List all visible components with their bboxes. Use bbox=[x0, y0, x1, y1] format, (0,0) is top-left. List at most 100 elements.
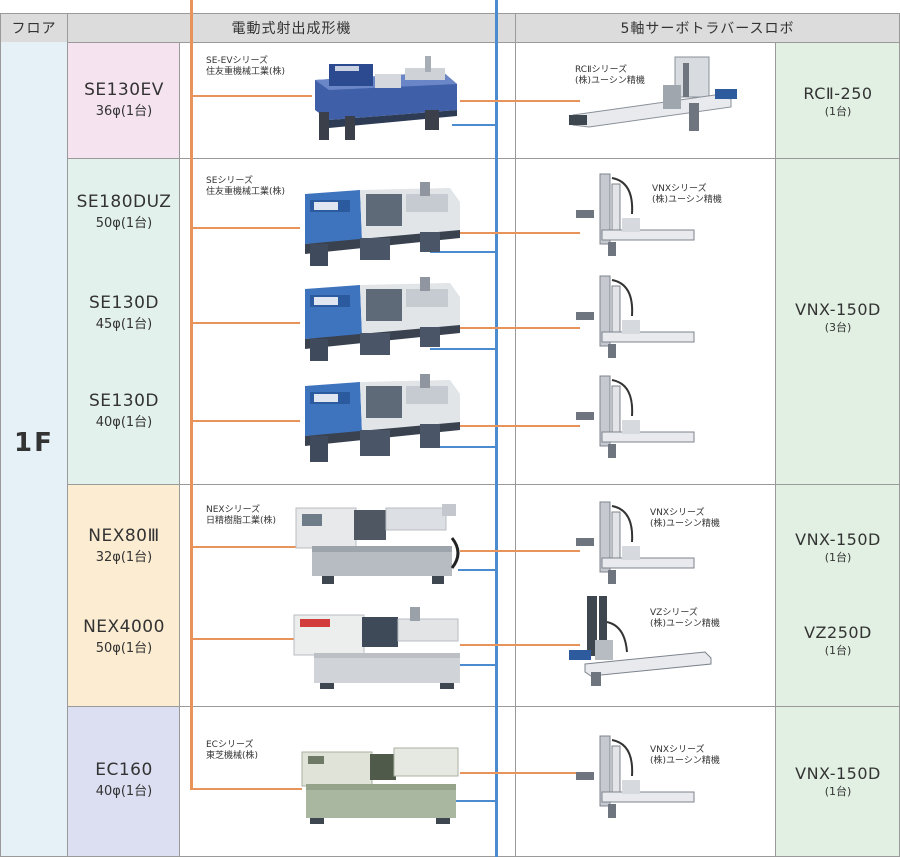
robot-count: (3台) bbox=[824, 321, 852, 334]
robot-name: VNX-150D bbox=[795, 764, 881, 783]
robot-series-vnx-2: VNXシリーズ (株)ユーシン精機 bbox=[650, 508, 720, 530]
orange-wire-h bbox=[190, 638, 298, 640]
model-name: NEX4000 bbox=[83, 617, 165, 637]
series-name: SEシリーズ bbox=[206, 176, 253, 186]
model-name: SE130D bbox=[88, 391, 160, 411]
series-maker: (株)ユーシン精機 bbox=[652, 195, 722, 205]
robot-series-vnx-3: VNXシリーズ (株)ユーシン精機 bbox=[650, 745, 720, 767]
model-se130d-40: SE130D 40φ(1台) bbox=[68, 391, 180, 430]
model-group-se bbox=[67, 158, 180, 485]
model-spec: 45φ(1台) bbox=[95, 317, 153, 332]
robot-series-vnx-1: VNXシリーズ (株)ユーシン精機 bbox=[652, 184, 722, 206]
blue-wire-h bbox=[430, 446, 496, 448]
floor-label: 1F bbox=[14, 428, 54, 458]
model-spec: 40φ(1台) bbox=[95, 784, 153, 799]
model-se130ev: SE130EV 36φ(1台) bbox=[68, 80, 180, 119]
injection-molding-machine-icon bbox=[305, 277, 460, 361]
model-name: SE180DUZ bbox=[76, 192, 172, 212]
orange-wire-h bbox=[190, 227, 300, 229]
traverse-robot-icon bbox=[569, 56, 737, 131]
orange-wire-h bbox=[190, 788, 302, 790]
robot-count: (1台) bbox=[824, 551, 852, 564]
injection-molding-machine-icon bbox=[293, 607, 460, 689]
robot-count: (1台) bbox=[824, 105, 852, 118]
traverse-robot-icon bbox=[576, 275, 695, 358]
injection-molding-machine-icon bbox=[305, 374, 460, 462]
series-name: SE-EVシリーズ bbox=[206, 56, 269, 66]
robot-label-section-3 bbox=[775, 484, 900, 707]
series-name: VNXシリーズ bbox=[650, 745, 705, 755]
series-name: VZシリーズ bbox=[650, 608, 698, 618]
series-name: RCⅡシリーズ bbox=[575, 65, 628, 75]
series-name: NEXシリーズ bbox=[206, 505, 261, 515]
orange-wire-h bbox=[460, 232, 580, 234]
blue-wire-h bbox=[458, 569, 496, 571]
model-ec160: EC160 40φ(1台) bbox=[68, 760, 180, 799]
series-maker: 日精樹脂工業(株) bbox=[206, 516, 277, 526]
robot-label-vnx-150d-3: VNX-150D (3台) bbox=[775, 300, 900, 335]
traverse-robot-icon bbox=[576, 735, 695, 818]
robot-name: VNX-150D bbox=[795, 530, 881, 549]
series-maker: (株)ユーシン精機 bbox=[575, 76, 645, 86]
robot-series-vz: VZシリーズ (株)ユーシン精機 bbox=[650, 608, 720, 630]
series-maker: 住友重機械工業(株) bbox=[206, 67, 286, 77]
orange-wire-h bbox=[190, 420, 300, 422]
model-name: EC160 bbox=[95, 760, 153, 780]
robot-count: (1台) bbox=[824, 785, 852, 798]
model-group-nex bbox=[67, 484, 180, 707]
header-machines: 電動式射出成形機 bbox=[67, 13, 516, 43]
model-name: SE130EV bbox=[84, 80, 164, 100]
model-spec: 50φ(1台) bbox=[95, 641, 153, 656]
robot-count: (1台) bbox=[824, 644, 852, 657]
robot-label-vnx-150d-1: VNX-150D (1台) bbox=[775, 530, 900, 565]
injection-molding-machine-icon bbox=[301, 747, 459, 824]
robot-name: VNX-150D bbox=[795, 300, 881, 319]
model-name: NEX80Ⅲ bbox=[88, 526, 160, 546]
orange-wire-h bbox=[460, 772, 580, 774]
traverse-robot-icon bbox=[576, 501, 695, 584]
orange-wire-h bbox=[460, 100, 580, 102]
orange-wire-h bbox=[460, 327, 580, 329]
model-nex80iii: NEX80Ⅲ 32φ(1台) bbox=[68, 526, 180, 565]
machine-series-se-ev: SE-EVシリーズ 住友重機械工業(株) bbox=[206, 56, 285, 78]
series-name: VNXシリーズ bbox=[650, 508, 705, 518]
model-spec: 40φ(1台) bbox=[95, 415, 153, 430]
header-robots: 5軸サーボトラバースロボ bbox=[515, 13, 900, 43]
injection-molding-machine-icon bbox=[305, 182, 460, 266]
header-floor: フロア bbox=[0, 13, 68, 43]
model-spec: 32φ(1台) bbox=[95, 550, 153, 565]
series-name: VNXシリーズ bbox=[652, 184, 707, 194]
series-name: ECシリーズ bbox=[206, 740, 254, 750]
robot-label-section-4 bbox=[775, 706, 900, 857]
robot-series-rc2: RCⅡシリーズ (株)ユーシン精機 bbox=[575, 65, 645, 87]
orange-wire-h bbox=[190, 546, 305, 548]
blue-wire-h bbox=[452, 124, 496, 126]
series-maker: (株)ユーシン精機 bbox=[650, 619, 720, 629]
series-maker: 東芝機械(株) bbox=[206, 751, 259, 761]
model-spec: 50φ(1台) bbox=[95, 216, 153, 231]
model-spec: 36φ(1台) bbox=[95, 104, 153, 119]
machine-series-se: SEシリーズ 住友重機械工業(株) bbox=[206, 176, 285, 198]
robot-label-vnx-150d-ec: VNX-150D (1台) bbox=[775, 764, 900, 799]
machine-series-nex: NEXシリーズ 日精樹脂工業(株) bbox=[206, 505, 276, 527]
robot-label-section-2 bbox=[775, 158, 900, 485]
blue-wire-h bbox=[430, 251, 496, 253]
model-group-se130ev bbox=[67, 42, 180, 159]
traverse-robot-icon bbox=[569, 596, 712, 686]
orange-wire-h bbox=[460, 550, 580, 552]
injection-molding-machine-icon bbox=[295, 504, 460, 584]
blue-wire-main bbox=[495, 0, 498, 857]
orange-wire-h bbox=[190, 95, 312, 97]
robot-label-vz250d: VZ250D (1台) bbox=[775, 623, 900, 658]
robot-label-section-1 bbox=[775, 42, 900, 159]
model-name: SE130D bbox=[88, 293, 160, 313]
model-nex4000: NEX4000 50φ(1台) bbox=[68, 617, 180, 656]
orange-wire-main bbox=[190, 0, 193, 790]
series-maker: (株)ユーシン精機 bbox=[650, 756, 720, 766]
model-se130d-45: SE130D 45φ(1台) bbox=[68, 293, 180, 332]
robot-label-rc2-250: RCⅡ-250 (1台) bbox=[775, 84, 900, 119]
series-maker: 住友重機械工業(株) bbox=[206, 187, 286, 197]
blue-wire-h bbox=[458, 664, 496, 666]
robot-name: RCⅡ-250 bbox=[803, 84, 873, 103]
machine-series-ec: ECシリーズ 東芝機械(株) bbox=[206, 740, 258, 762]
